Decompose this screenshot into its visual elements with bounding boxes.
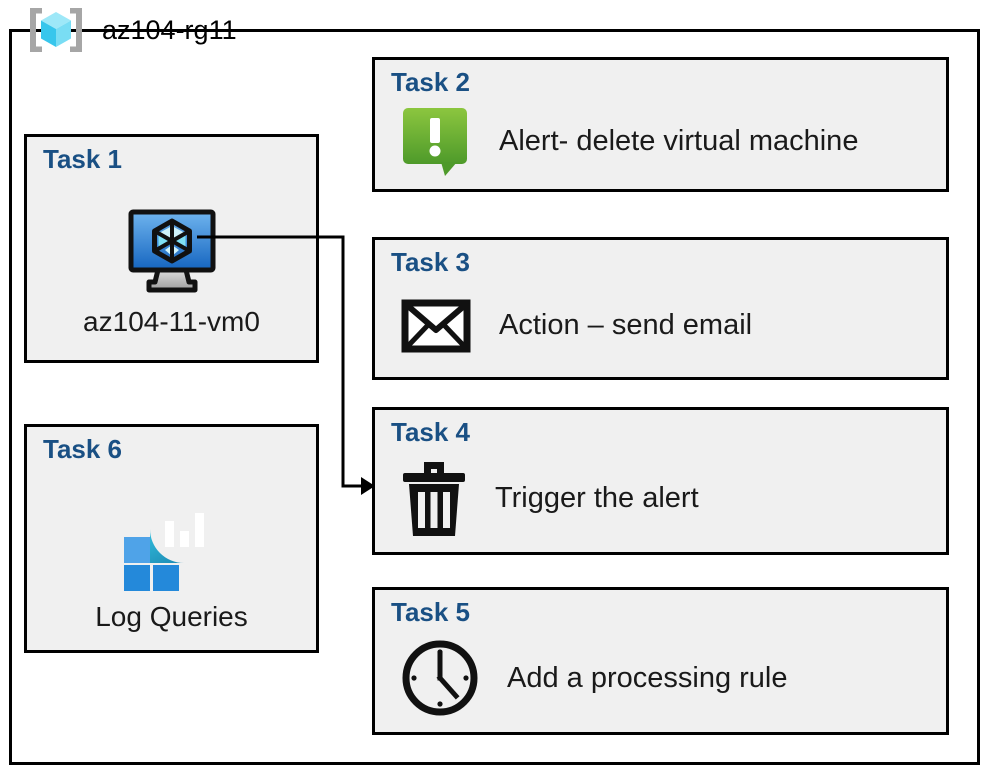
- task-1-label: Task 1: [43, 144, 123, 174]
- task-6-text: Log Queries: [95, 600, 248, 632]
- task-2-box[interactable]: Task 2 Alert- delete virtual machin: [372, 57, 949, 192]
- task-5-text: Add a processing rule: [507, 661, 788, 694]
- log-analytics-icon: [120, 493, 224, 591]
- task-5-content: Add a processing rule: [401, 630, 936, 726]
- task-5-box[interactable]: Task 5 Add a processing rule: [372, 587, 949, 735]
- task-3-box[interactable]: Task 3 Action – send email: [372, 237, 949, 380]
- task-4-box[interactable]: Task 4 Trigger the alert: [372, 407, 949, 555]
- trash-can-icon: [401, 458, 467, 538]
- resource-group-header: az104-rg11: [20, 4, 237, 56]
- task-6-box[interactable]: Task 6: [24, 424, 319, 653]
- resource-group-name: az104-rg11: [102, 14, 237, 45]
- task-6-label: Task 6: [43, 434, 123, 464]
- task-4-text: Trigger the alert: [495, 481, 699, 514]
- resource-group-container: [9, 29, 980, 765]
- task-6-content: Log Queries: [27, 473, 316, 650]
- task-2-text: Alert- delete virtual machine: [499, 125, 859, 157]
- virtual-machine-icon: [125, 208, 219, 296]
- clock-icon: [401, 639, 479, 717]
- task-5-label: Task 5: [391, 597, 471, 627]
- azure-resource-group-icon: [20, 5, 92, 55]
- task-3-label: Task 3: [391, 247, 471, 277]
- task-4-label: Task 4: [391, 417, 471, 447]
- alert-exclamation-icon: [401, 106, 471, 178]
- task-1-text: az104-11-vm0: [83, 305, 260, 337]
- resource-group-label-gap: [30, 48, 280, 76]
- task-4-content: Trigger the alert: [401, 450, 936, 546]
- task-2-label: Task 2: [391, 67, 471, 97]
- task-3-content: Action – send email: [401, 280, 936, 371]
- task-3-text: Action – send email: [499, 309, 753, 341]
- task-2-content: Alert- delete virtual machine: [401, 100, 936, 183]
- task-1-content: az104-11-vm0: [27, 183, 316, 360]
- envelope-icon: [401, 299, 471, 353]
- task-1-box[interactable]: Task 1: [24, 134, 319, 363]
